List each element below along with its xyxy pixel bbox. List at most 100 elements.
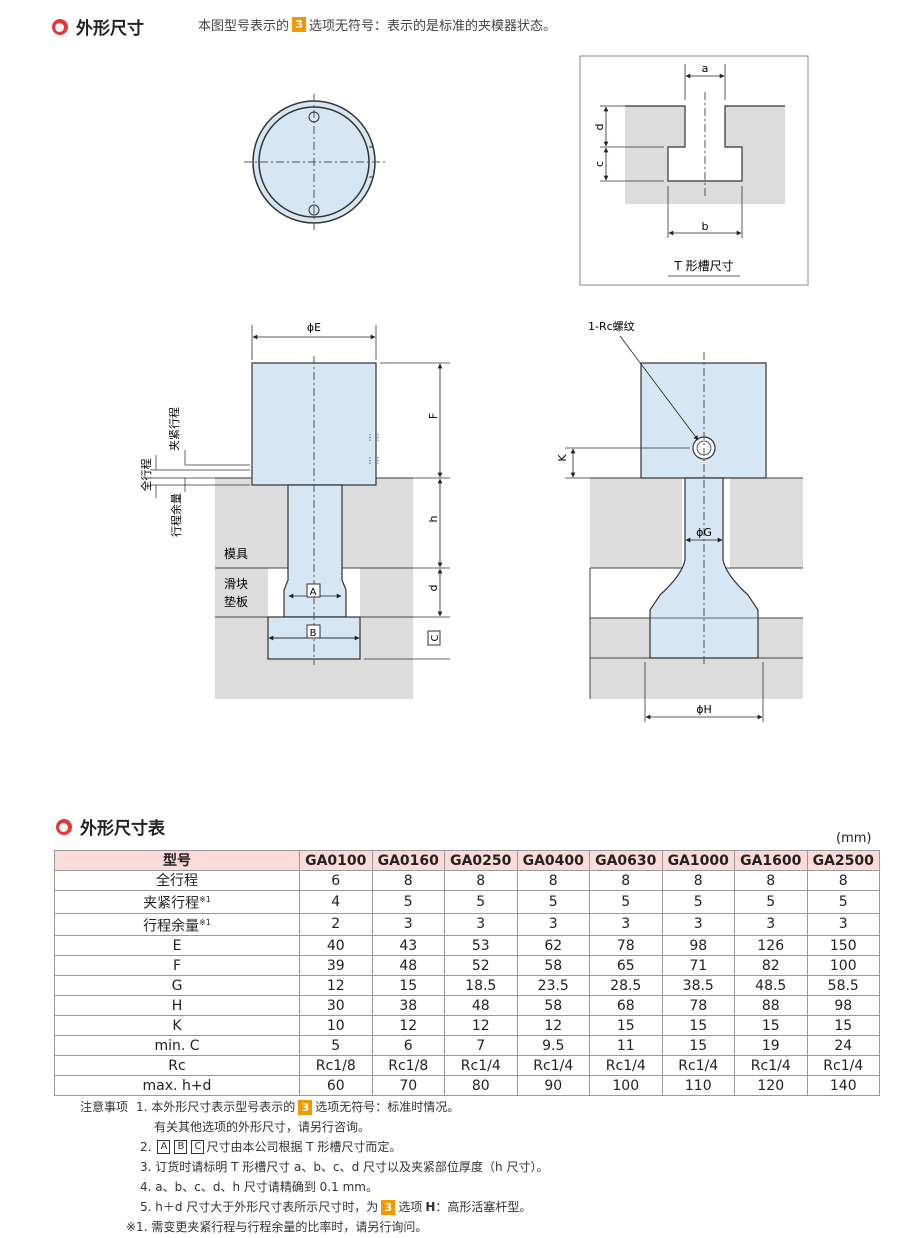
table-cell: 48.5 xyxy=(734,975,808,997)
note-3-text: 3. 订货时请标明 T 形槽尺寸 a、b、c、d 尺寸以及夹紧部位厚度（h 尺寸… xyxy=(140,1160,549,1174)
table-cell: 5 xyxy=(661,890,735,914)
table-cell: 100 xyxy=(589,1075,663,1097)
label-phi-h: ϕH xyxy=(696,703,712,716)
table-cell: 70 xyxy=(371,1075,445,1097)
table-cell: 8 xyxy=(516,870,590,891)
table-cell: Rc1/4 xyxy=(516,1055,590,1077)
note-1-text-c: 有关其他选项的外形尺寸，请另行咨询。 xyxy=(154,1120,371,1134)
table-cell: 120 xyxy=(734,1075,808,1097)
note-2-prefix: 2. xyxy=(140,1140,152,1154)
table-cell: 8 xyxy=(661,870,735,891)
note-1-text-b: 选项无符号：标准时情况。 xyxy=(315,1100,460,1114)
front-view-drawing: 1-Rc螺纹 K ϕG ϕH xyxy=(556,319,803,722)
table-cell: 38.5 xyxy=(661,975,735,997)
header-cell-model: 型号 xyxy=(54,850,300,871)
row-label: H xyxy=(171,997,183,1014)
table-cell: 60 xyxy=(299,1075,373,1097)
note-5: 5. h＋d 尺寸大于外形尺寸表所示尺寸时，为 3 选项 H ：高形活塞杆型。 xyxy=(80,1197,548,1217)
table-cell: 18.5 xyxy=(444,975,518,997)
row-label-cell: F xyxy=(54,955,300,977)
label-pad: 垫板 xyxy=(224,594,248,609)
table-cell: 39 xyxy=(299,955,373,977)
table-cell: 19 xyxy=(734,1035,808,1057)
label-stroke-margin: 行程余量 xyxy=(169,493,183,537)
table-cell: 6 xyxy=(299,870,373,891)
top-note-before: 本图型号表示的 xyxy=(198,19,290,34)
table-cell: 3 xyxy=(734,912,808,937)
table-cell: 3 xyxy=(806,912,880,937)
table-cell: 3 xyxy=(516,912,590,937)
table-cell: 15 xyxy=(661,1035,735,1057)
table-cell: 68 xyxy=(589,995,663,1017)
row-label: E xyxy=(172,937,182,954)
label-full-stroke: 全行程 xyxy=(139,459,153,492)
tslot-label-b: b xyxy=(702,220,709,233)
row-label-cell: 夹紧行程※1 xyxy=(54,890,300,914)
table-cell: 15 xyxy=(661,1015,735,1037)
header-cell: GA0160 xyxy=(371,850,445,871)
table-cell: 48 xyxy=(371,955,445,977)
note-1-cont: 有关其他选项的外形尺寸，请另行咨询。 xyxy=(80,1117,548,1137)
note-1-text-a: 1. 本外形尺寸表示型号表示的 xyxy=(136,1100,296,1114)
note-4: 4. a、b、c、d、h 尺寸请精确到 0.1 mm。 xyxy=(80,1177,548,1197)
table-cell: 15 xyxy=(734,1015,808,1037)
label-phi-g: ϕG xyxy=(696,526,712,539)
header-cell: GA1600 xyxy=(734,850,808,871)
table-cell: Rc1/8 xyxy=(371,1055,445,1077)
table-cell: 15 xyxy=(806,1015,880,1037)
table-cell: 52 xyxy=(444,955,518,977)
option-badge: 3 xyxy=(381,1199,396,1215)
header-cell: GA0100 xyxy=(299,850,373,871)
box-c: C xyxy=(191,1140,205,1154)
table-cell: 40 xyxy=(299,935,373,957)
table-cell: 58 xyxy=(516,955,590,977)
option-badge: 3 xyxy=(292,17,307,32)
table-cell: 53 xyxy=(444,935,518,957)
table-cell: 6 xyxy=(371,1035,445,1057)
table-cell: 140 xyxy=(806,1075,880,1097)
table-cell: 10 xyxy=(299,1015,373,1037)
header-cell: GA2500 xyxy=(806,850,880,871)
row-label-cell: K xyxy=(54,1015,300,1037)
table-cell: 12 xyxy=(516,1015,590,1037)
header-cell: GA0630 xyxy=(589,850,663,871)
table-cell: 5 xyxy=(734,890,808,914)
table-cell: 5 xyxy=(516,890,590,914)
row-label-cell: H xyxy=(54,995,300,1017)
table-cell: 15 xyxy=(371,975,445,997)
header-cell: GA0250 xyxy=(444,850,518,871)
table-cell: 12 xyxy=(299,975,373,997)
label-clamp-stroke: 夹紧行程 xyxy=(168,407,181,451)
note-3: 3. 订货时请标明 T 形槽尺寸 a、b、c、d 尺寸以及夹紧部位厚度（h 尺寸… xyxy=(80,1157,548,1177)
header-cell: GA1000 xyxy=(661,850,735,871)
row-label: min. C xyxy=(154,1037,200,1054)
row-label: F xyxy=(172,957,182,974)
table-cell: 15 xyxy=(589,1015,663,1037)
notes-block: 注意事项 1. 本外形尺寸表示型号表示的 3 选项无符号：标准时情况。 有关其他… xyxy=(80,1097,548,1237)
note-2-text: 尺寸由本公司根据 T 形槽尺寸而定。 xyxy=(206,1140,402,1154)
table-cell: 126 xyxy=(734,935,808,957)
row-footnote-mark: ※1 xyxy=(199,917,211,927)
svg-text:⋮⋮: ⋮⋮ xyxy=(366,433,382,442)
table-cell: Rc1/4 xyxy=(444,1055,518,1077)
table-cell: 5 xyxy=(299,1035,373,1057)
tslot-drawing: a b d c T 形槽尺寸 xyxy=(579,55,809,286)
label-phi-e: ϕE xyxy=(307,321,321,334)
box-a: A xyxy=(157,1140,171,1154)
label-c: C xyxy=(430,634,441,641)
header-cell: GA0400 xyxy=(516,850,590,871)
table-cell: 11 xyxy=(589,1035,663,1057)
section-title-table-text: 外形尺寸表 xyxy=(80,819,165,839)
table-cell: 3 xyxy=(661,912,735,937)
table-cell: 5 xyxy=(371,890,445,914)
label-f: F xyxy=(427,413,440,419)
row-label: K xyxy=(172,1017,182,1034)
section-bullet-icon xyxy=(52,18,68,35)
option-badge: 3 xyxy=(298,1099,313,1115)
